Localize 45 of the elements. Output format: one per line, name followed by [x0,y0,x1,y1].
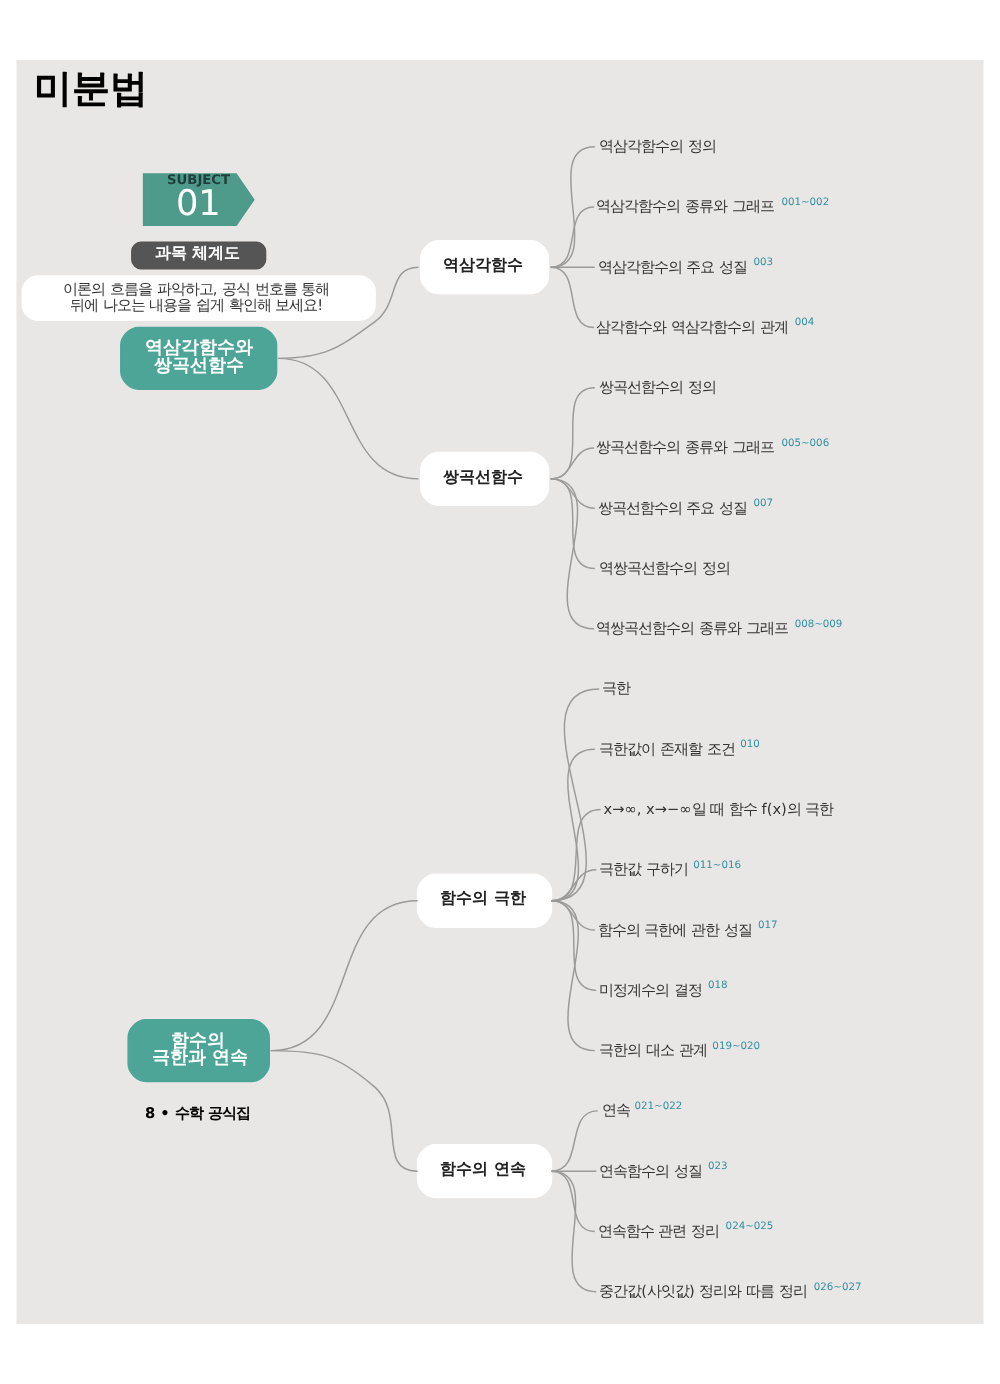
connector [550,748,596,902]
node-text: 쌍곡선함수의 정의 [599,378,716,397]
node-text: 삼각함수와 역삼각함수의 관계 [596,317,788,336]
connector [550,1110,599,1172]
node-text: 역삼각함수의 주요 성질 [597,257,748,276]
node-box: 함수의 극한과 연속 [127,1019,270,1083]
connector [550,1170,597,1293]
node-text: 쌍곡선함수의 주요 성질 [597,498,748,517]
connector [549,266,595,329]
node-text: 극한의 대소 관계 [599,1041,707,1060]
node-text: 역쌍곡선함수의 종류와 그래프 [596,619,788,638]
node-text: 연속 [602,1101,631,1120]
node-text: 연속함수의 성질 [599,1161,702,1180]
connector [550,1170,597,1172]
connector [550,899,596,1052]
node-text: 극한값 구하기 [599,860,688,879]
node-text: 역쌍곡선함수의 정의 [599,558,730,577]
node-box: 역삼각함수와 쌍곡선함수 [120,326,278,390]
node-box: 함수의 극한 [416,873,553,928]
connector [550,688,600,902]
connector [270,1049,419,1172]
node-text: 연속함수 관련 정리 [597,1221,720,1240]
connector [549,146,596,268]
node-text: 쌍곡선함수의 종류와 그래프 [596,438,774,457]
node-box: 이론의 흐름을 파악하고, 공식 번호를 통해 뒤에 나오는 내용을 쉽게 확인해 보세요! [21,275,376,321]
node-box: 과목 체계도 [131,241,267,270]
connector [549,206,595,268]
connector [549,478,595,630]
node-text: 극한 [602,679,631,698]
node-box: 역삼각함수 [419,240,550,295]
connector [550,869,597,902]
node-text: 역삼각함수의 정의 [599,137,716,156]
label: 8 • 수학 공식집 [145,1103,250,1122]
node-text: 역삼각함수의 종류와 그래프 [596,197,774,216]
diagram-title: 미분법 [34,64,149,111]
connector [550,1170,596,1233]
node-text: 미정계수의 결정 [599,980,702,999]
connector [550,808,602,902]
node-text: 함수의 극한에 관한 성질 [597,920,752,939]
node-box: 함수의 연속 [416,1143,553,1199]
node-box: 쌍곡선함수 [419,451,550,507]
connector [277,357,420,480]
node-text: 극한값이 존재할 조건 [599,739,735,758]
node-text: 중간값(사잇값) 정리와 따름 정리 [599,1282,807,1301]
node-text: x→∞, x→−∞일 때 함수 f(x)의 극한 [603,799,834,818]
